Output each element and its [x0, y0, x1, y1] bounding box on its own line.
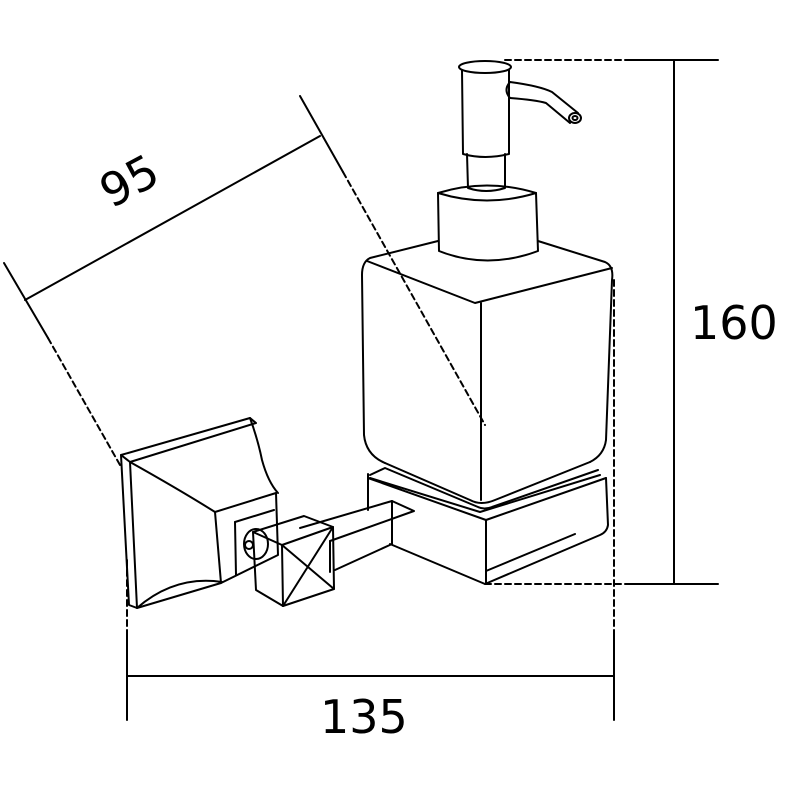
wall-plate — [120, 417, 279, 609]
wall-mount-neck — [214, 492, 279, 584]
dimension-label-height: 160 — [690, 296, 778, 350]
holder-cup — [367, 467, 609, 585]
support-arm — [299, 500, 415, 573]
pump-head — [458, 60, 512, 192]
dimension-95-lines — [3, 95, 486, 466]
square-knob — [252, 515, 335, 607]
dimension-160-lines — [484, 59, 719, 585]
pump-collar — [437, 184, 539, 262]
square-bottle — [361, 240, 614, 504]
spout — [505, 81, 582, 124]
dimension-label-width: 135 — [320, 690, 408, 744]
